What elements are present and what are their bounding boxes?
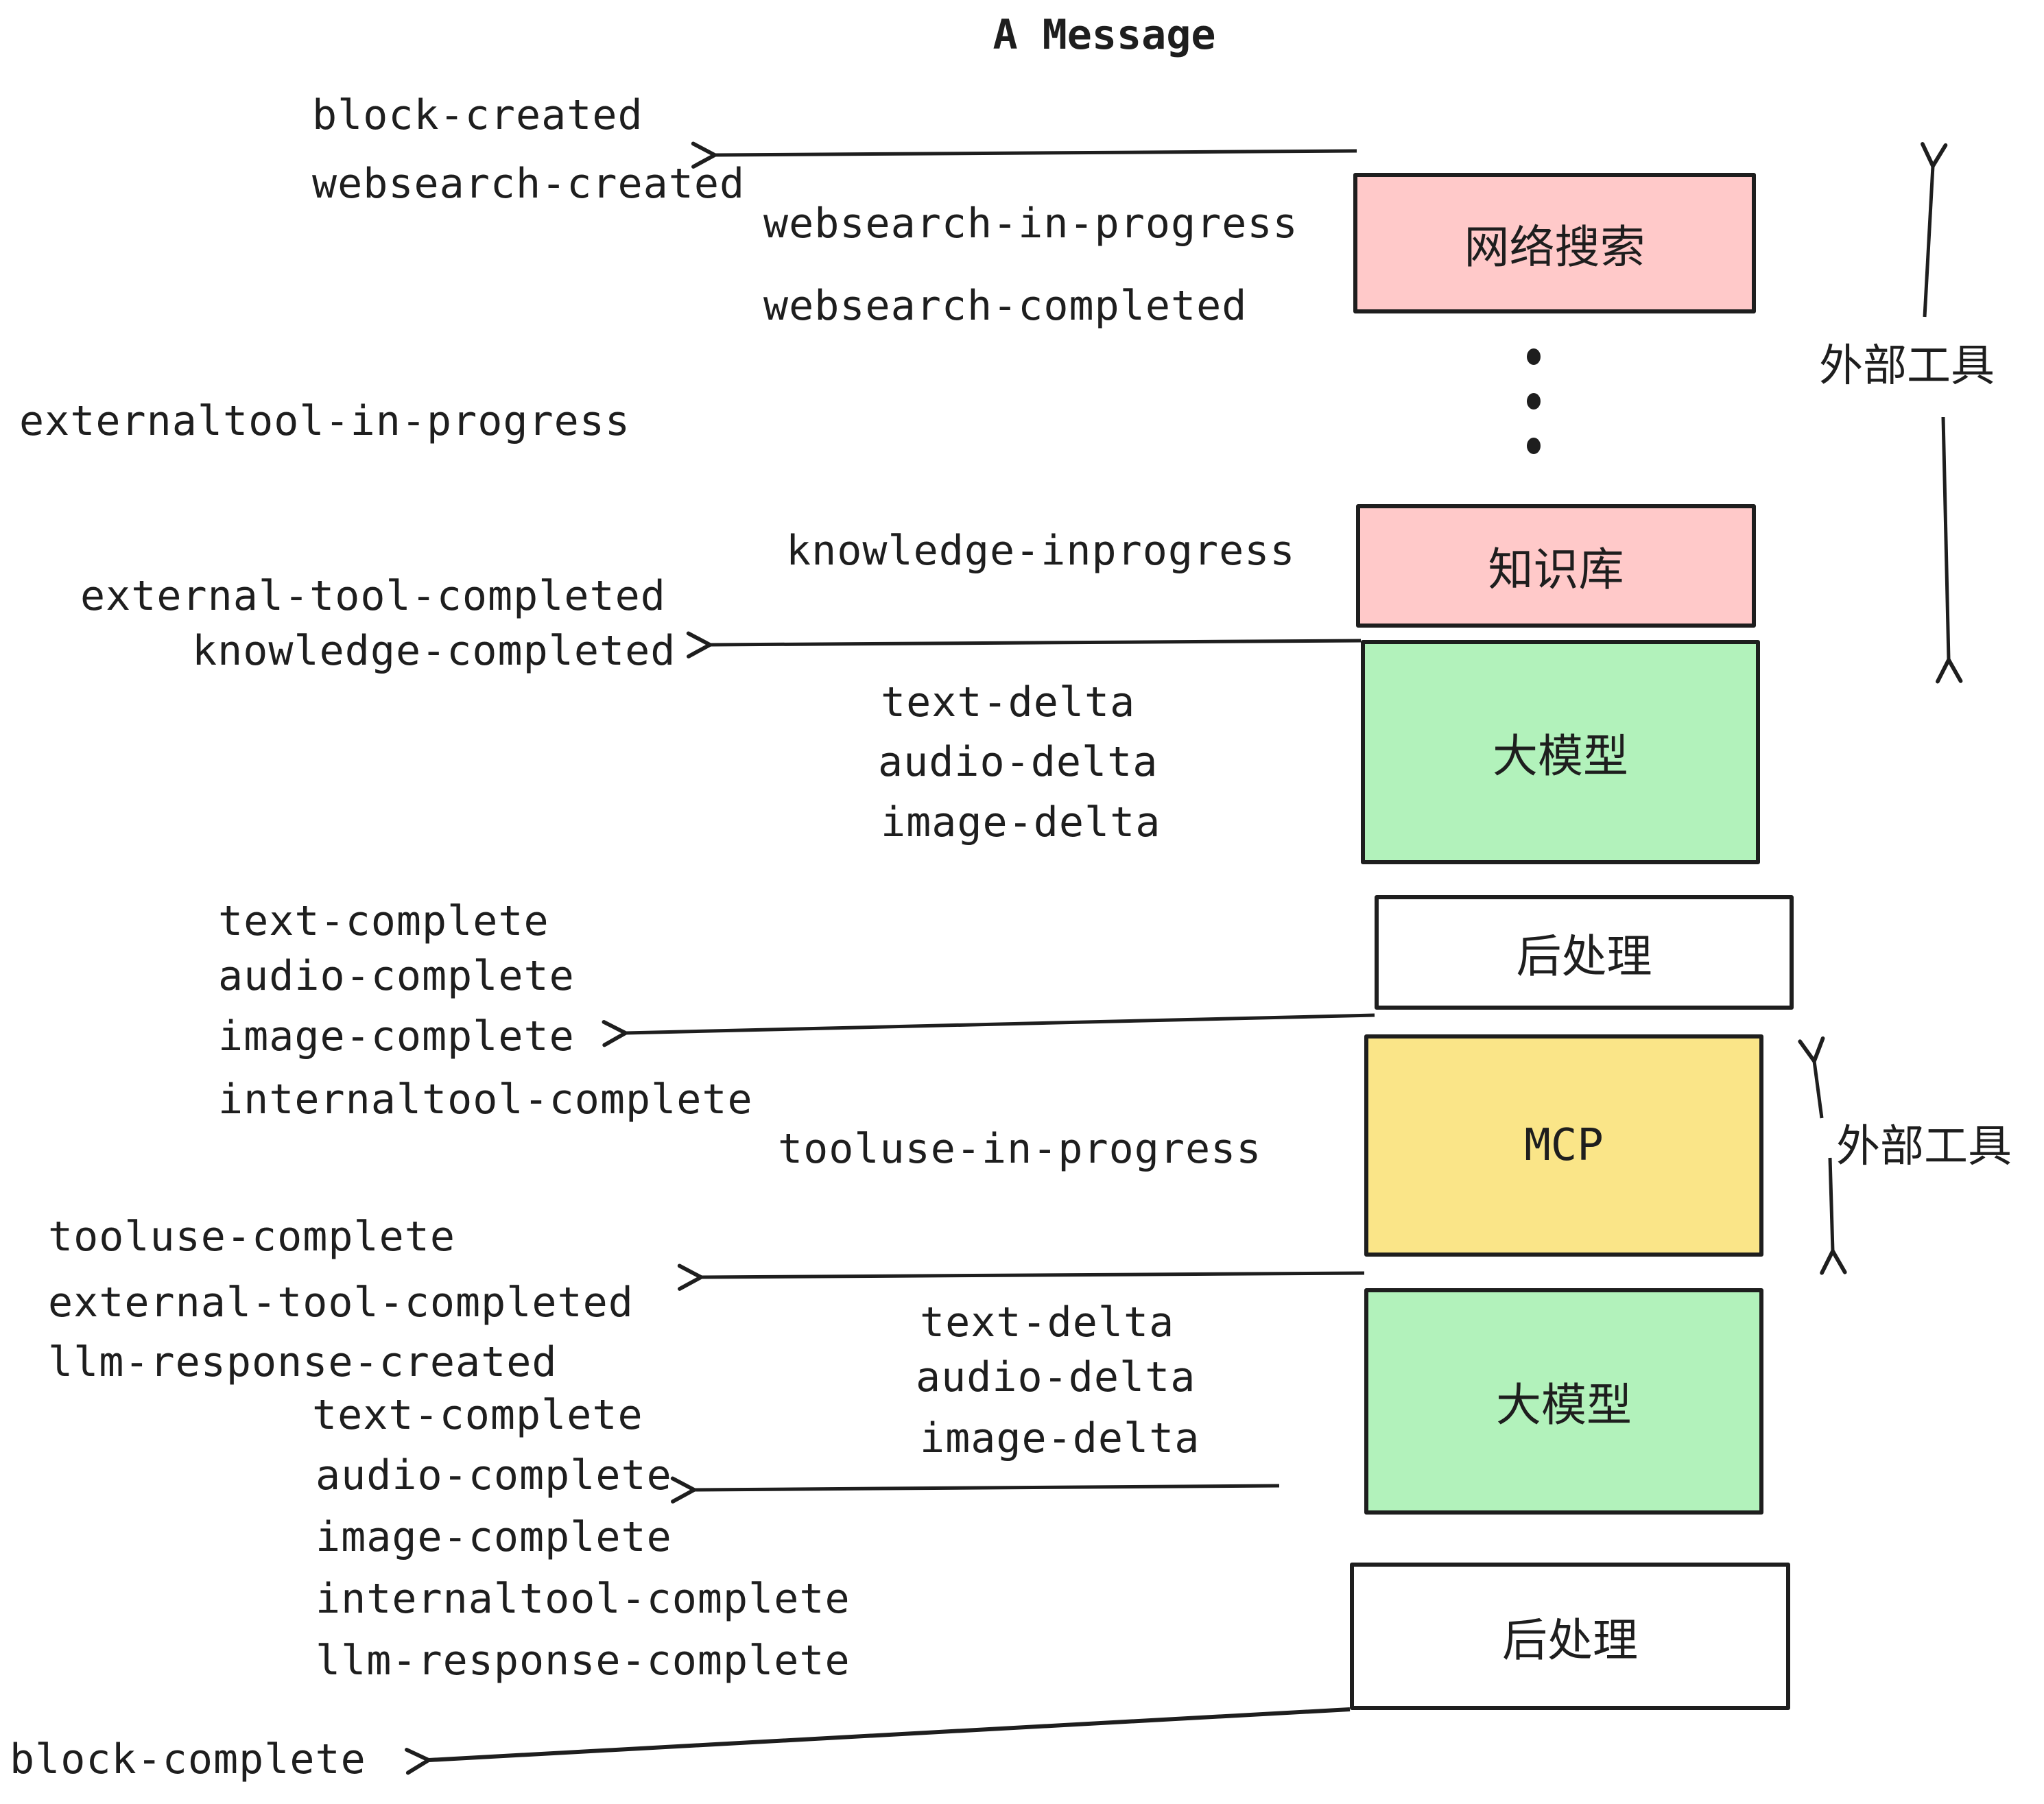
external-tools-top-label: 外部工具 — [1819, 341, 1995, 392]
event-websearch-completed: websearch-completed — [763, 282, 1248, 330]
event-text-complete-2: text-complete — [312, 1391, 643, 1439]
event-block-complete: block-complete — [10, 1735, 366, 1783]
event-image-delta-1: image-delta — [881, 798, 1161, 846]
arrow-to-audio-complete — [670, 1476, 1280, 1504]
event-internaltool-complete-2: internaltool-complete — [316, 1575, 851, 1623]
box-llm-top-label: 大模型 — [1493, 729, 1628, 783]
box-knowledge-label: 知识库 — [1488, 543, 1624, 596]
event-llm-response-complete: llm-response-complete — [316, 1637, 851, 1685]
arrow-to-block-created — [691, 141, 1357, 169]
event-audio-complete-1: audio-complete — [218, 952, 575, 1000]
event-text-delta-1: text-delta — [881, 678, 1136, 726]
event-image-complete-2: image-complete — [316, 1513, 672, 1561]
arrow-to-image-complete — [602, 1013, 1375, 1047]
event-image-delta-2: image-delta — [920, 1414, 1200, 1462]
event-internaltool-complete-1: internaltool-complete — [218, 1076, 753, 1124]
event-externaltool-in-progress: externaltool-in-progress — [19, 397, 630, 445]
box-llm-top: 大模型 — [1361, 640, 1760, 864]
event-knowledge-completed: knowledge-completed — [192, 627, 676, 675]
event-external-tool-completed-2: external-tool-completed — [48, 1279, 634, 1327]
event-external-tool-completed-1: external-tool-completed — [80, 572, 666, 620]
event-tooluse-in-progress: tooluse-in-progress — [778, 1125, 1262, 1173]
event-image-complete-1: image-complete — [218, 1012, 575, 1060]
external-tools-top-up-arrow — [1921, 142, 1948, 318]
box-postprocess-bottom-label: 后处理 — [1502, 1613, 1638, 1667]
external-tools-top-down-arrow — [1936, 416, 1963, 684]
external-tools-mcp-up-arrow — [1798, 1036, 1825, 1119]
external-tools-mcp-label: 外部工具 — [1836, 1121, 2012, 1172]
box-websearch: 网络搜索 — [1353, 173, 1756, 313]
event-websearch-in-progress: websearch-in-progress — [763, 200, 1298, 248]
box-postprocess-top-label: 后处理 — [1516, 929, 1652, 983]
event-audio-complete-2: audio-complete — [316, 1451, 672, 1499]
event-block-created: block-created — [312, 91, 643, 139]
event-audio-delta-2: audio-delta — [916, 1353, 1196, 1401]
diagram-title: A Message — [993, 11, 1216, 59]
box-websearch-label: 网络搜索 — [1464, 220, 1645, 274]
event-tooluse-complete: tooluse-complete — [48, 1213, 455, 1261]
arrow-to-block-complete — [405, 1707, 1351, 1775]
box-postprocess-bottom: 后处理 — [1350, 1563, 1790, 1710]
box-llm-bottom: 大模型 — [1364, 1288, 1763, 1515]
event-knowledge-inprogress: knowledge-inprogress — [786, 527, 1296, 575]
event-llm-response-created: llm-response-created — [48, 1338, 558, 1386]
event-audio-delta-1: audio-delta — [878, 738, 1158, 786]
event-websearch-created: websearch-created — [312, 160, 746, 208]
arrow-to-external-tool-completed — [677, 1263, 1365, 1291]
box-knowledge: 知识库 — [1356, 504, 1756, 628]
box-llm-bottom-label: 大模型 — [1496, 1379, 1632, 1432]
box-postprocess-top: 后处理 — [1375, 895, 1794, 1010]
arrow-to-knowledge-completed — [686, 631, 1362, 658]
event-text-complete-1: text-complete — [218, 897, 549, 945]
external-tools-mcp-down-arrow — [1820, 1157, 1847, 1275]
event-text-delta-2: text-delta — [920, 1298, 1175, 1346]
box-mcp: MCP — [1364, 1034, 1763, 1257]
box-mcp-label: MCP — [1524, 1120, 1604, 1171]
